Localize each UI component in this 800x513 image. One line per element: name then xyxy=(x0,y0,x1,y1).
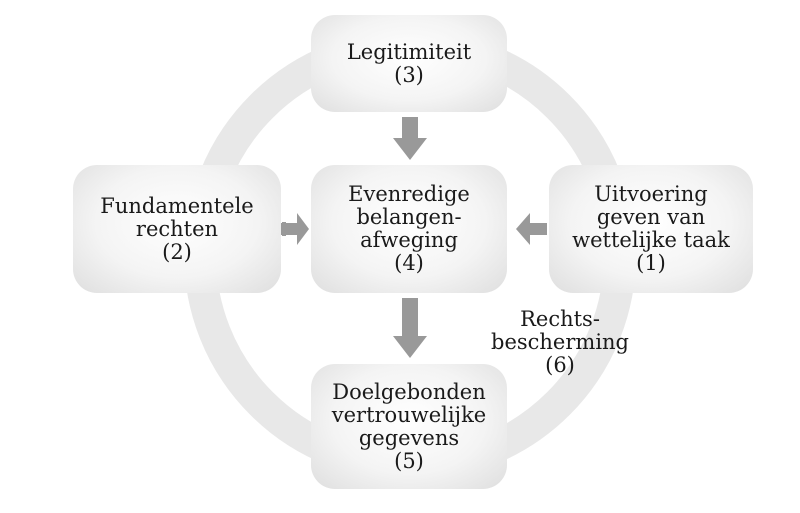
node-evenredige-line-4: (4) xyxy=(394,251,424,275)
node-evenredige-belangenafweging: Evenredige belangen- afweging (4) xyxy=(311,165,507,293)
node-doelgebonden-line-2: vertrouwelijke xyxy=(331,402,487,427)
node-doelgebonden-line-3: gegevens xyxy=(358,425,460,450)
node-evenredige-line-2: belangen- xyxy=(356,205,462,229)
ring-label-line-1: Rechts- xyxy=(520,307,600,331)
node-uitvoering-wettelijke-taak: Uitvoering geven van wettelijke taak (1) xyxy=(549,165,753,293)
ring-label-rechtsbescherming: Rechts- bescherming (6) xyxy=(472,308,648,377)
node-fundamentele-line-3: (2) xyxy=(162,239,192,264)
node-uitvoering-line-4: (1) xyxy=(636,251,666,275)
node-evenredige-line-1: Evenredige xyxy=(348,182,470,206)
ring-label-line-3: (6) xyxy=(545,353,575,377)
arrows xyxy=(280,117,547,358)
node-legitimiteit-line-2: (3) xyxy=(394,62,424,87)
node-legitimiteit-line-1: Legitimiteit xyxy=(346,39,472,64)
node-uitvoering-line-1: Uitvoering xyxy=(594,182,708,206)
node-doelgebonden-line-4: (5) xyxy=(394,448,424,473)
node-fundamentele-rechten: Fundamentele rechten (2) xyxy=(73,165,281,293)
node-uitvoering-line-2: geven van xyxy=(596,205,706,229)
node-legitimiteit: Legitimiteit (3) xyxy=(311,15,507,112)
node-doelgebonden-gegevens: Doelgebonden vertrouwelijke gegevens (5) xyxy=(311,364,507,489)
ring-label-line-2: bescherming xyxy=(491,330,629,354)
arrow-legitimiteit-to-evenredige xyxy=(393,117,427,160)
node-fundamentele-line-2: rechten xyxy=(135,216,219,241)
arrow-fundamentele-to-evenredige-head xyxy=(280,213,309,245)
node-evenredige-line-3: afweging xyxy=(360,228,458,252)
arrow-evenredige-to-doelgebonden xyxy=(393,298,427,358)
node-uitvoering-line-3: wettelijke taak xyxy=(572,228,730,252)
arrow-uitvoering-to-evenredige xyxy=(516,213,547,245)
node-doelgebonden-line-1: Doelgebonden xyxy=(332,379,486,404)
node-fundamentele-line-1: Fundamentele xyxy=(100,193,254,218)
